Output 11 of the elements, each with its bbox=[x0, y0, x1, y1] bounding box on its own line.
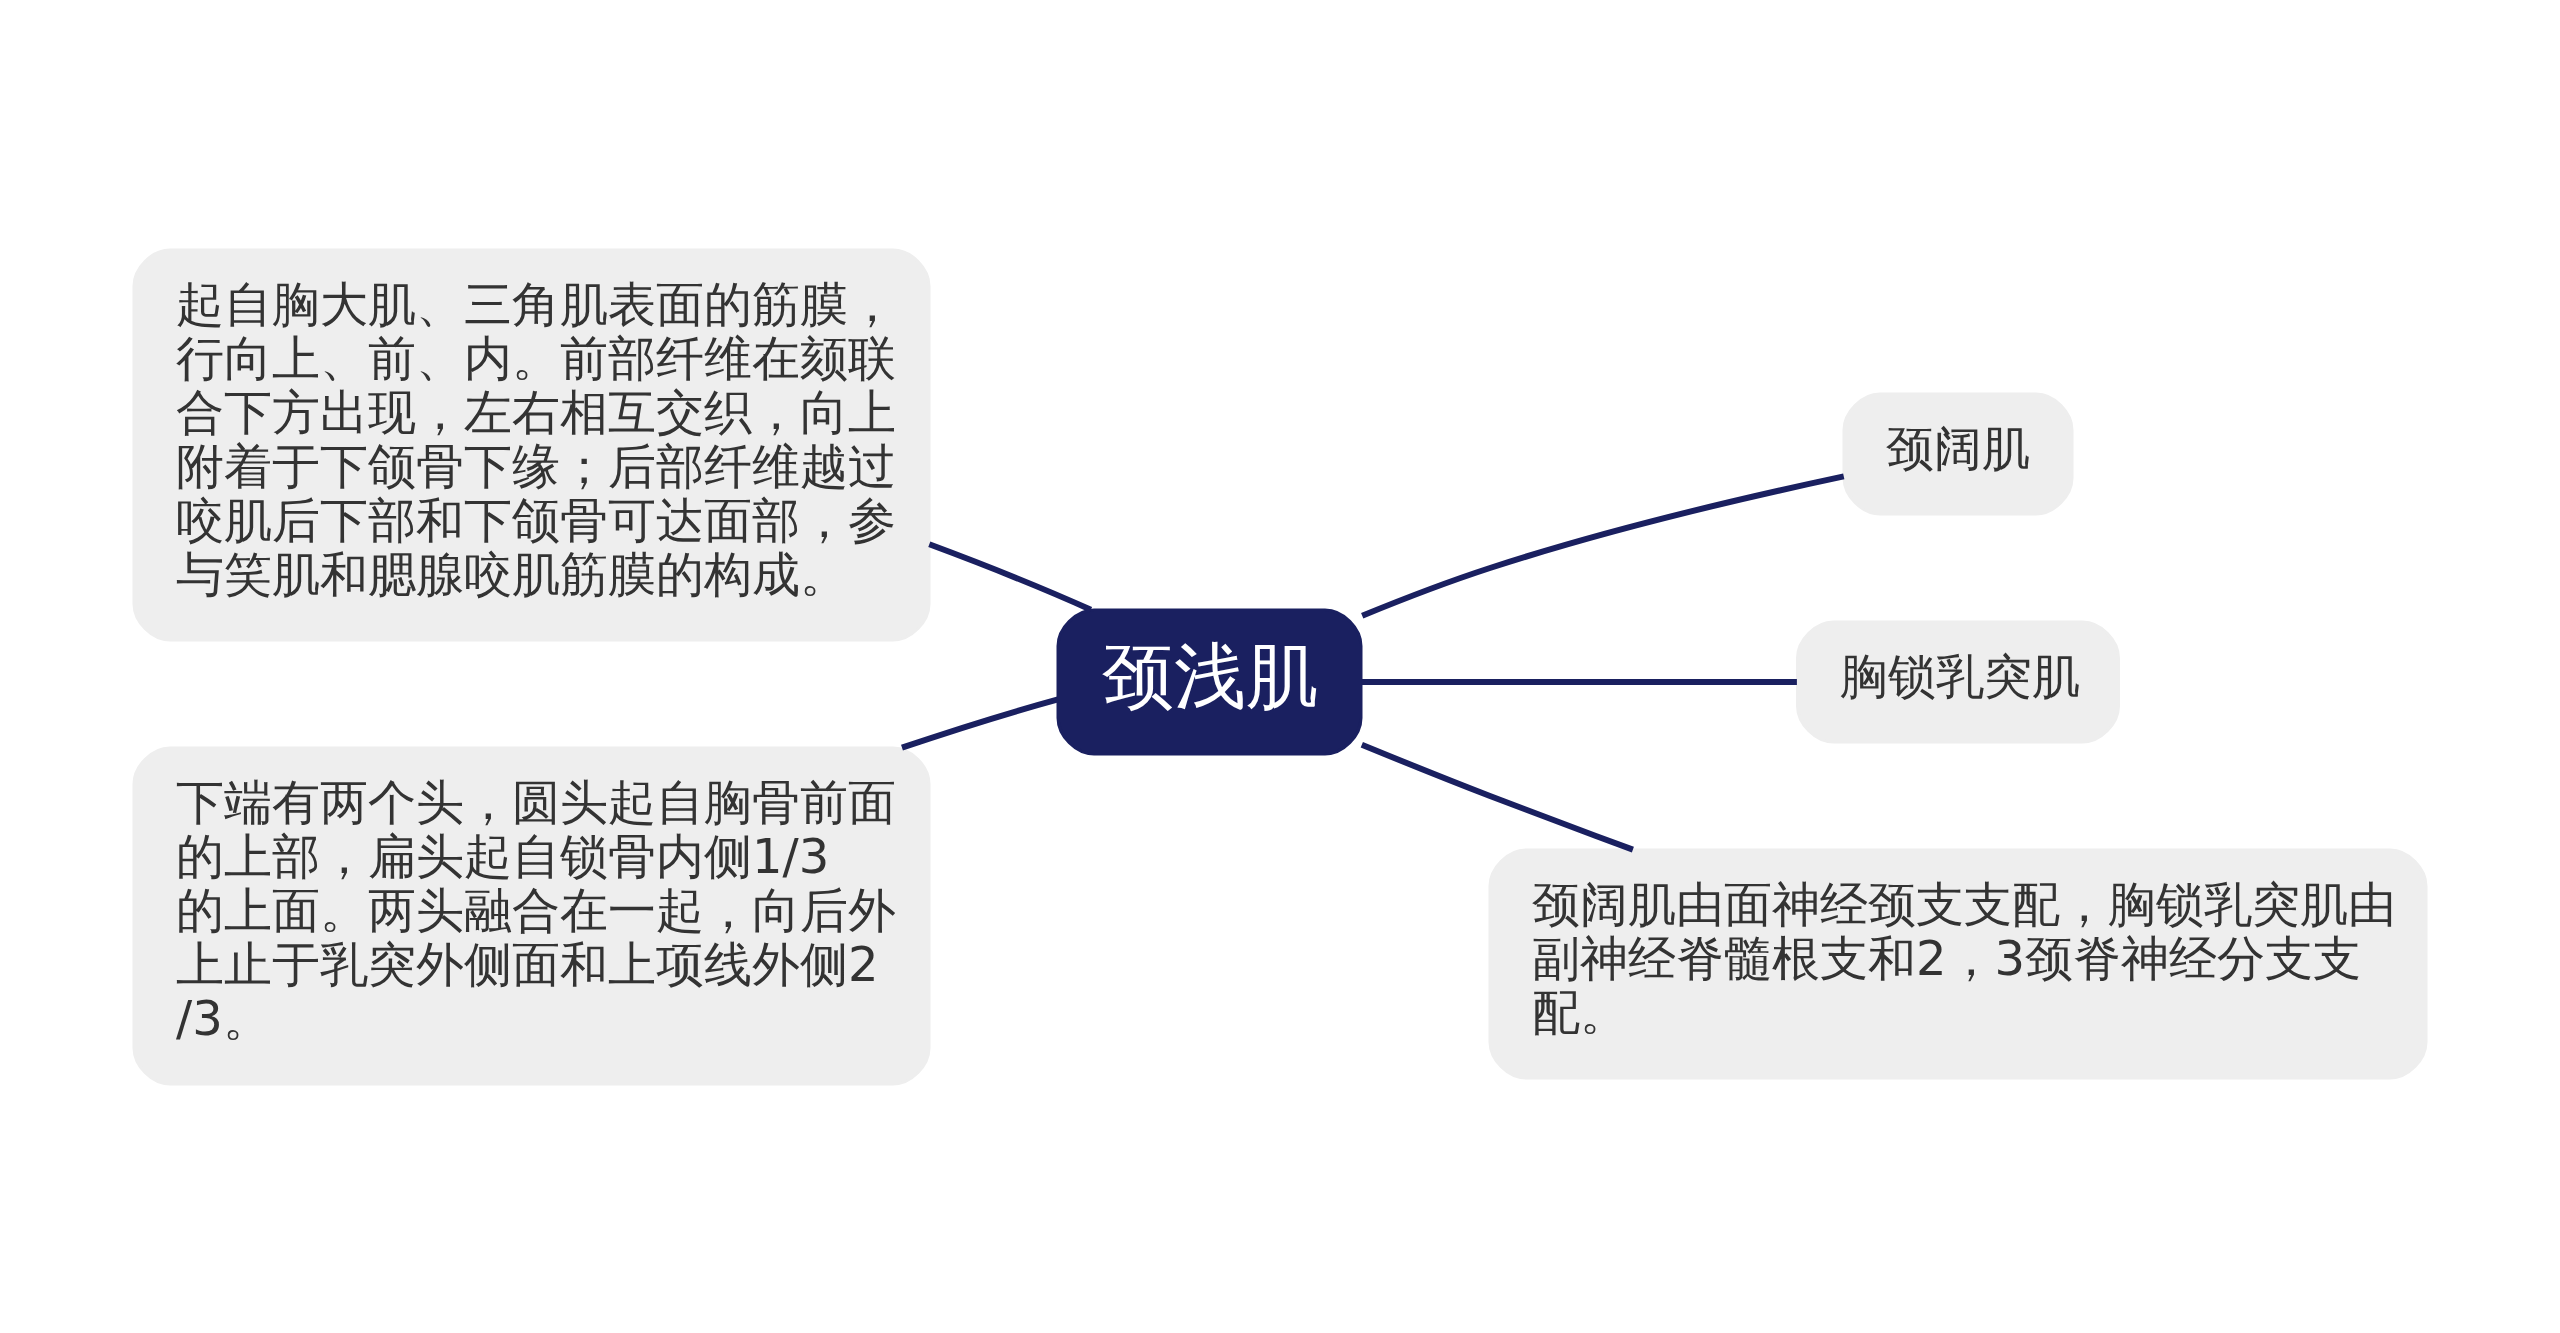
connector bbox=[1361, 678, 1797, 685]
node-box: 颈阔肌 bbox=[1842, 392, 2074, 515]
node-box: 下端有两个头，圆头起自胸骨前面的上部，扁头起自锁骨内侧1/3的上面。两头融合在一起，向后外上止于乳突外侧面和上项线外侧2/3。 bbox=[132, 746, 931, 1085]
connector bbox=[901, 696, 1059, 751]
node-box: 颈阔肌由面神经颈支支配，胸锁乳突肌由副神经脊髓根支和2，3颈脊神经分支支配。 bbox=[1488, 848, 2428, 1079]
connector bbox=[1361, 472, 1845, 618]
node-box: 胸锁乳突肌 bbox=[1796, 620, 2120, 743]
node-box: 颈浅肌 bbox=[1056, 608, 1363, 755]
node-box: 起自胸大肌、三角肌表面的筋膜，行向上、前、内。前部纤维在颏联合下方出现，左右相互交织，向上附着于下颌骨下缘；后部纤维越过咬肌后下部和下颌骨可达面部，参与笑肌和腮腺咬肌筋膜的构成。 bbox=[132, 248, 931, 641]
connector bbox=[1360, 741, 1634, 852]
connector bbox=[928, 541, 1093, 612]
